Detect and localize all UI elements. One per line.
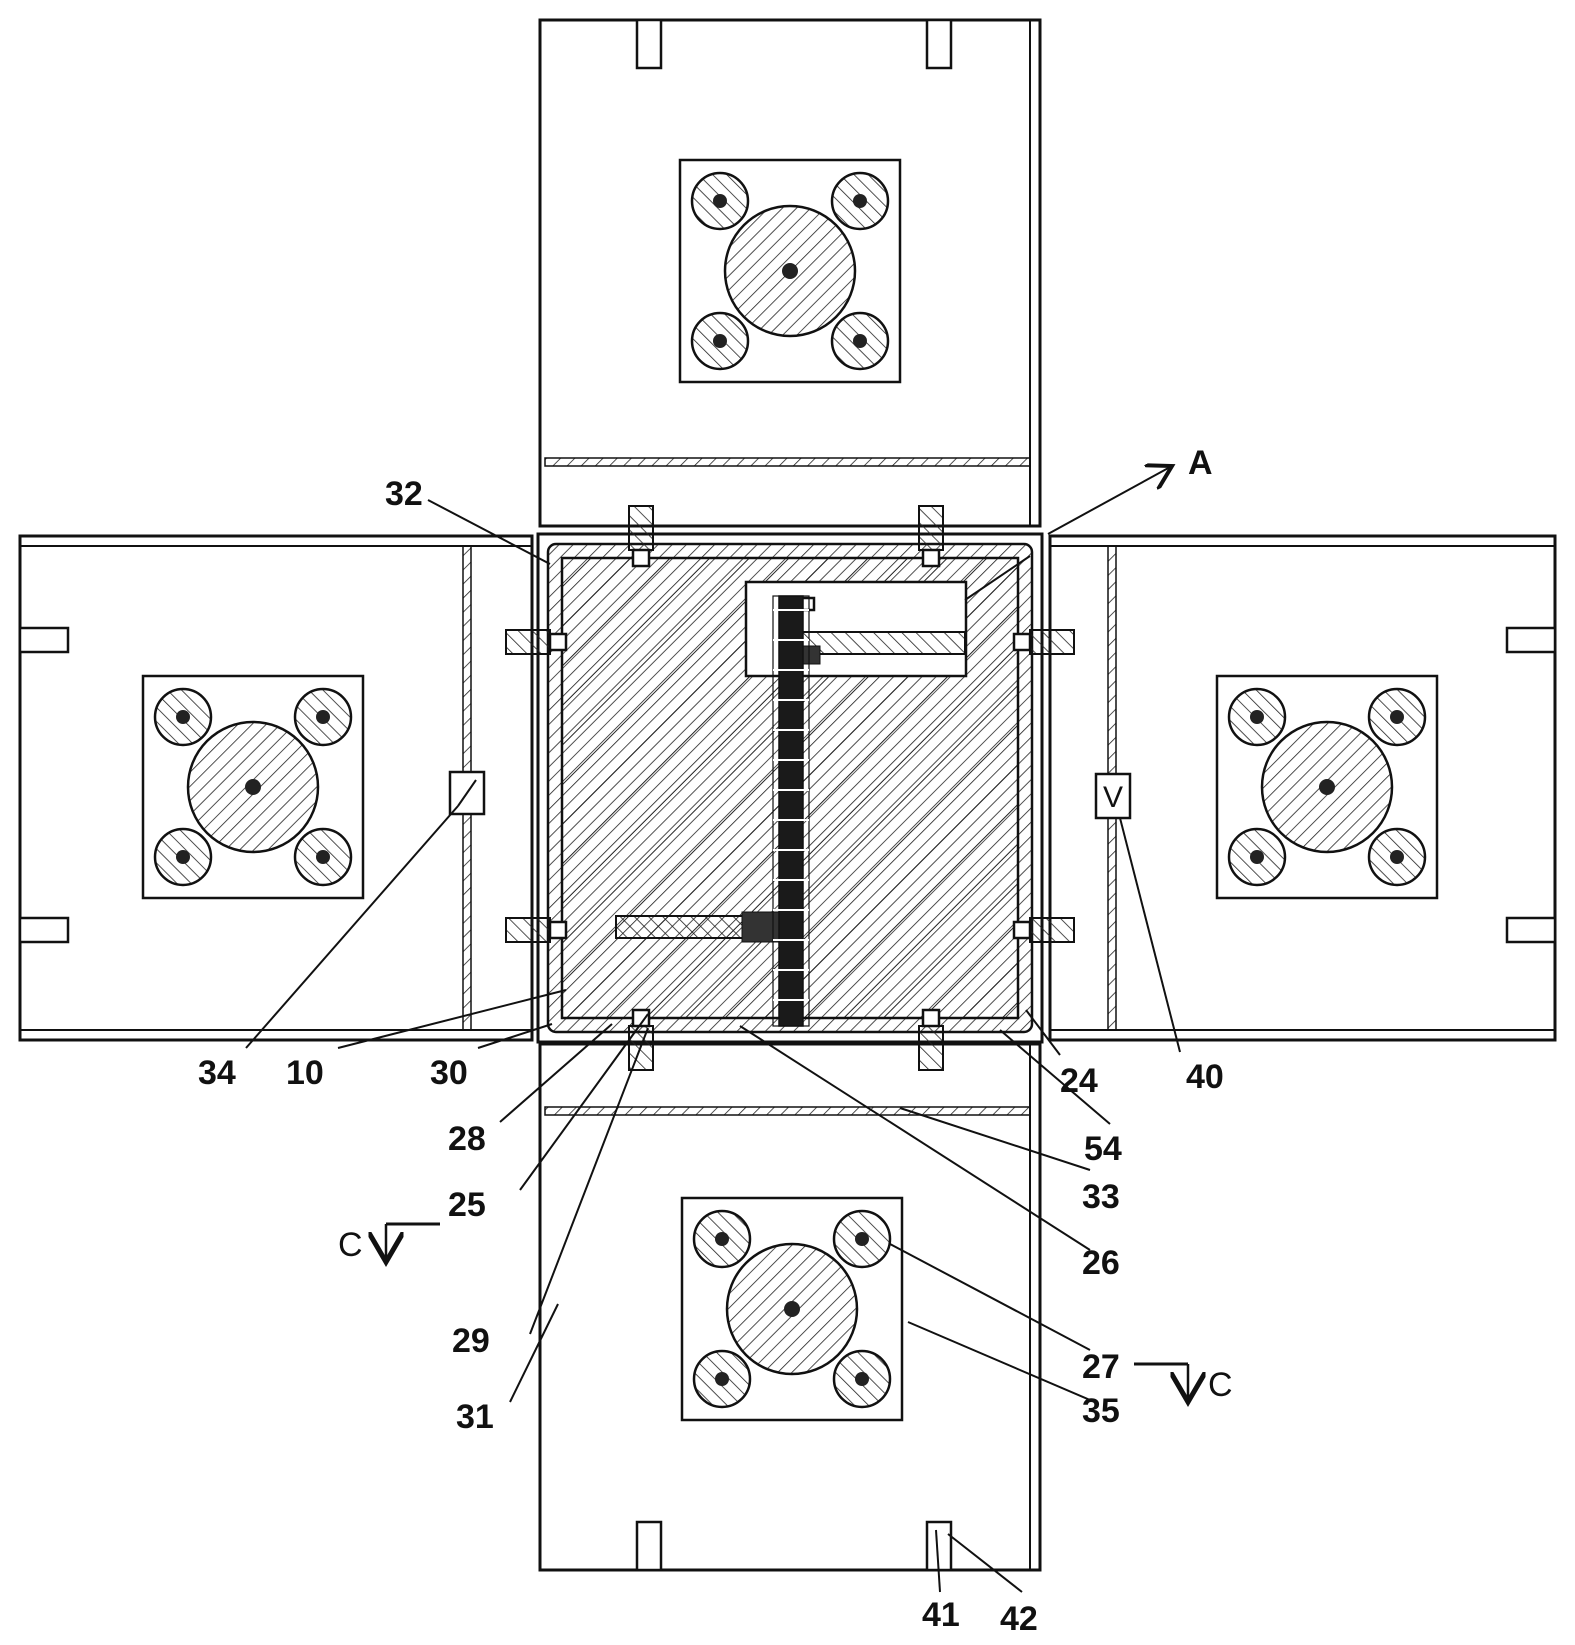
top-module [540,20,1040,526]
label-42: 42 [1000,1600,1038,1638]
label-31: 31 [456,1398,494,1436]
label-10: 10 [286,1054,324,1092]
right-slot-bottom [1507,918,1555,942]
label-33: 33 [1082,1178,1120,1216]
label-c-left: C [338,1226,363,1264]
label-54: 54 [1084,1130,1122,1168]
label-35: 35 [1082,1392,1120,1430]
label-25: 25 [448,1186,486,1224]
right-module: V [1050,536,1555,1040]
valve-mark: V [1103,781,1123,814]
top-slot-left [637,20,661,68]
left-module [20,536,532,1040]
label-32: 32 [385,475,423,513]
center-module [506,506,1074,1070]
central-rack [773,596,809,1026]
label-27: 27 [1082,1348,1120,1386]
label-41: 41 [922,1596,960,1634]
label-29: 29 [452,1322,490,1360]
section-marker-right [1134,1364,1188,1402]
label-30: 30 [430,1054,468,1092]
label-a: A [1188,444,1213,482]
right-slot-top [1507,628,1555,652]
label-34: 34 [198,1054,236,1092]
left-slot-top [20,628,68,652]
bottom-slot-left [637,1522,661,1570]
left-slot-bottom [20,918,68,942]
label-c-right: C [1208,1366,1233,1404]
top-slot-right [927,20,951,68]
label-28: 28 [448,1120,486,1158]
section-marker-left [386,1224,440,1262]
lower-slider-rod [616,916,761,938]
label-26: 26 [1082,1244,1120,1282]
bottom-module [540,1044,1040,1570]
label-40: 40 [1186,1058,1224,1096]
label-24: 24 [1060,1062,1098,1100]
